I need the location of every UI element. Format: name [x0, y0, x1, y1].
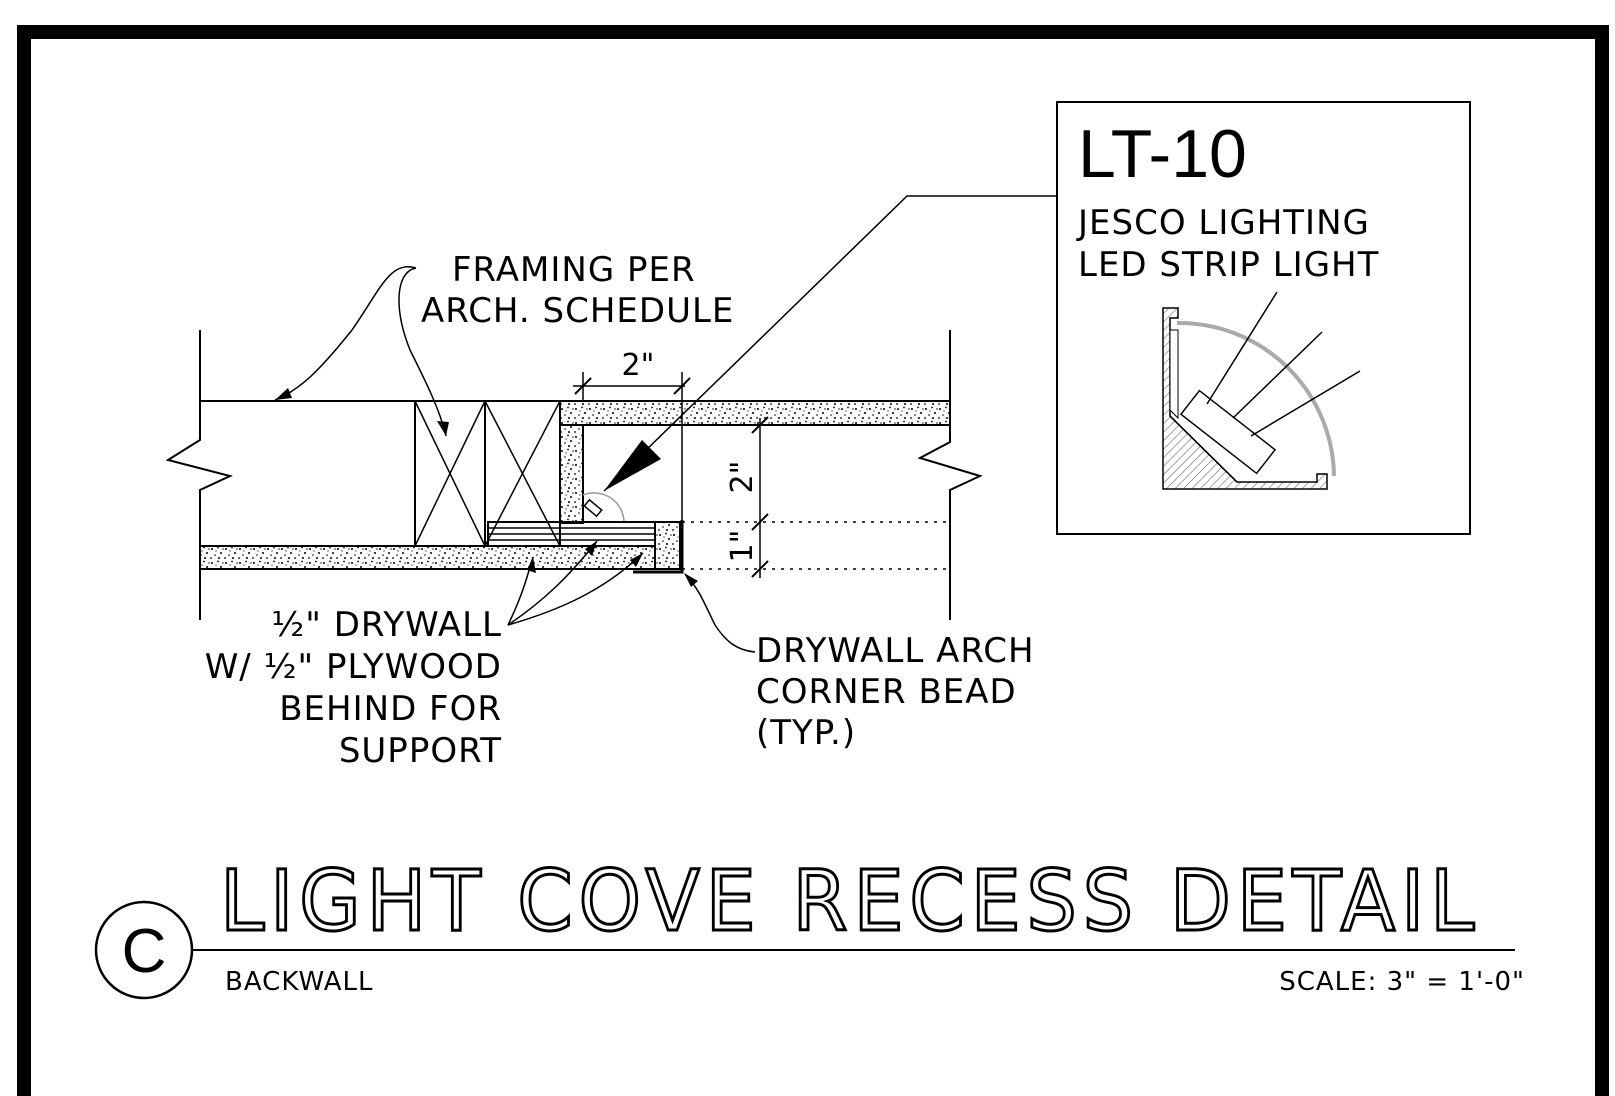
labels: FRAMING PER ARCH. SCHEDULE ½" DRYWALL W/…: [205, 250, 1035, 771]
bead-label-line3: (TYP.): [756, 713, 856, 753]
tag-code: LT-10: [1078, 116, 1247, 192]
framing-label-line2: ARCH. SCHEDULE: [421, 291, 734, 331]
dimension-width-top: 2": [573, 348, 691, 522]
bead-label-line1: DRYWALL ARCH: [756, 631, 1035, 671]
fixture-line2: LED STRIP LIGHT: [1078, 245, 1379, 285]
right-break-line: [917, 330, 983, 620]
detail-letter: C: [122, 917, 167, 986]
drywall-leaders: [507, 540, 644, 626]
dimension-height-upper-text: 2": [725, 461, 760, 494]
detail-subtitle: BACKWALL: [225, 967, 374, 997]
cove-light-fixture: [582, 492, 625, 523]
fixture-tag-box: LT-10 JESCO LIGHTING LED STRIP LIGHT: [1056, 101, 1471, 535]
drywall-lip: [654, 521, 681, 570]
drywall-label-line4: SUPPORT: [339, 731, 502, 771]
framing-leaders: [274, 265, 449, 437]
title-block: C LIGHT COVE RECESS DETAIL BACKWALL SCAL…: [94, 851, 1525, 1000]
detail-scale: SCALE: 3" = 1'-0": [1279, 967, 1525, 997]
detail-title: LIGHT COVE RECESS DETAIL: [220, 852, 1480, 950]
framing-label-line1: FRAMING PER: [452, 250, 696, 290]
dimension-width-top-text: 2": [622, 348, 655, 383]
dimension-vertical: 2" 1": [725, 416, 770, 578]
sheet-border: [17, 25, 1609, 1096]
fixture-line1: JESCO LIGHTING: [1076, 203, 1370, 243]
plywood-layers: [487, 521, 656, 547]
drywall-label-line1: ½" DRYWALL: [271, 605, 502, 645]
corner-bead: [633, 520, 684, 574]
led-profile-illustration: [1162, 291, 1361, 490]
drywall-label-line3: BEHIND FOR: [279, 689, 502, 729]
drywall-top: [559, 400, 951, 426]
tag-leader: [603, 195, 1057, 492]
dimension-height-lower-text: 1": [725, 530, 760, 563]
section-drawing: 2" 2" 1": [165, 195, 1057, 653]
bead-label-line2: CORNER BEAD: [756, 672, 1017, 712]
drywall-label-line2: W/ ½" PLYWOOD: [205, 647, 502, 687]
left-break-line: [165, 330, 233, 620]
corner-bead-leader: [684, 573, 756, 653]
